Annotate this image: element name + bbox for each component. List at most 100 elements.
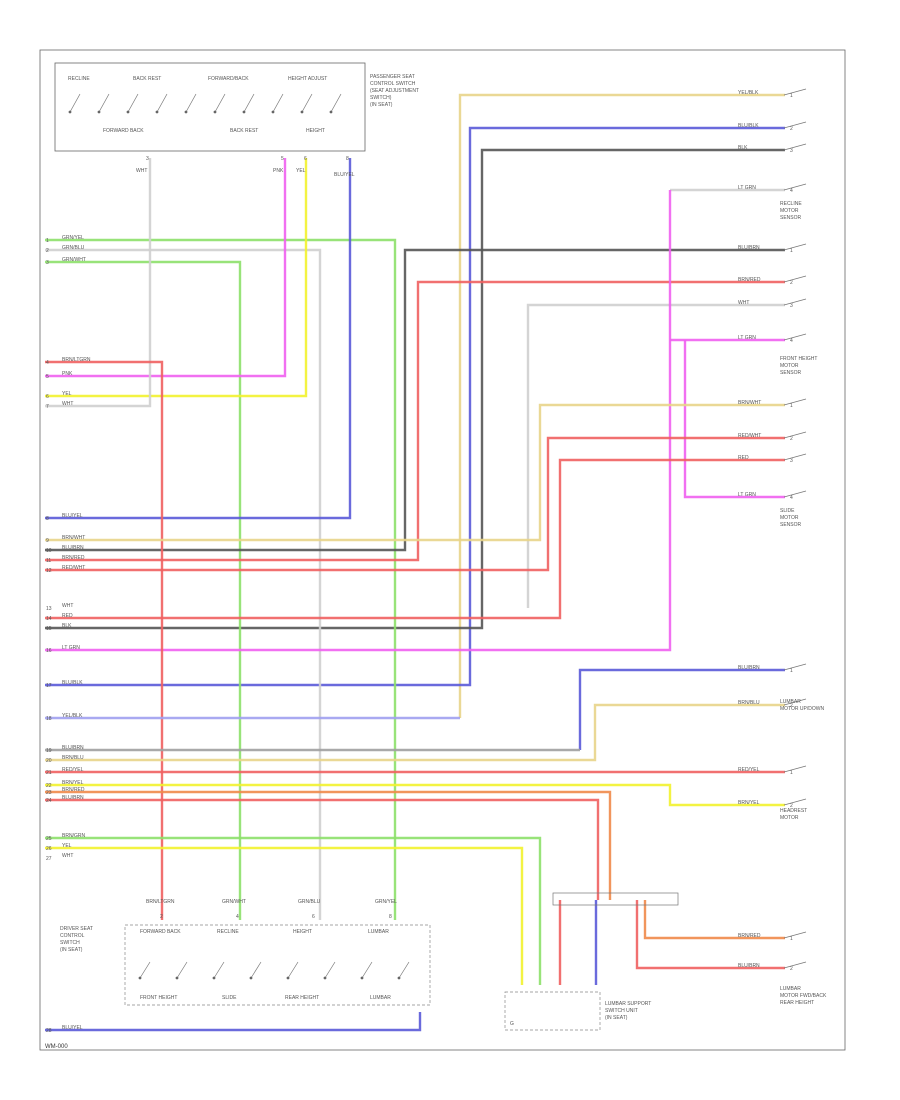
connector-contact-7 (783, 298, 807, 306)
wire-2 (45, 126, 785, 687)
right-wire-label-5: BLU/BRN (738, 245, 760, 251)
wire-16 (45, 158, 152, 408)
right-components: RECLINE MOTOR SENSOR FRONT HEIGHT MOTOR … (780, 201, 827, 1006)
bottom-caption-4: (IN SEAT) (60, 947, 83, 953)
wire-5 (45, 248, 322, 920)
wire-33 (643, 900, 785, 940)
left-pin-11: 11 (46, 558, 51, 564)
passenger-seat-switch: RECLINE BACK REST FORWARD/BACK HEIGHT AD… (54, 62, 419, 178)
right-wire-label-7: WHT (738, 300, 749, 306)
wire-20 (45, 436, 785, 572)
connector-contact-4 (783, 183, 807, 191)
connector-contact-5 (783, 243, 807, 251)
top-caption-1: PASSENGER SEAT (370, 74, 415, 80)
bottom-segment-2: RECLINE (217, 929, 239, 935)
passenger-switch-contacts (68, 93, 342, 114)
left-pin-19: 19 (46, 748, 52, 754)
connector-contact-3 (783, 143, 807, 151)
wire-6 (45, 238, 397, 920)
left-wire-label-9: BRN/WHT (62, 535, 85, 541)
top-contacts-terminal-3 (126, 110, 130, 114)
bottom-contacts-contact-6 (324, 961, 336, 979)
wire-9 (45, 280, 785, 562)
bottom-contacts-contact-8 (398, 961, 410, 979)
wire-12 (45, 190, 672, 652)
right-pin-14: 2 (790, 703, 793, 709)
top-contacts-terminal-10 (329, 110, 333, 114)
left-wire-label-25: BRN/GRN (62, 833, 85, 839)
right-wire-label-13: BLU/BRN (738, 665, 760, 671)
right-wire-label-2: BLU/BLK (738, 123, 759, 129)
wire-8 (45, 248, 785, 552)
right-pin-1: 1 (790, 93, 793, 99)
connector-contact-17 (783, 931, 807, 939)
top-caption-3: (SEAT ADJUSTMENT (370, 88, 419, 94)
recline-caption-3: SENSOR (780, 215, 802, 221)
left-wire-label-12: RED/WHT (62, 565, 85, 571)
left-wire-label-18: YEL/BLK (62, 713, 83, 719)
connector-contact-12 (783, 490, 807, 498)
slide-caption-2: MOTOR (780, 515, 799, 521)
bottom-pin-label-3: GRN/BLU (298, 899, 321, 905)
top-sub-3: HEIGHT (306, 128, 325, 134)
lumbar-bus-bar (552, 892, 679, 906)
right-pin-18: 2 (790, 966, 793, 972)
left-pin-3: 3 (46, 260, 49, 266)
front-height-caption-1: FRONT HEIGHT (780, 356, 817, 362)
bottom-contacts-terminal-2 (175, 976, 179, 980)
page-code: WM-000 (45, 1044, 68, 1050)
right-wire-label-1: YEL/BLK (738, 90, 759, 96)
left-wire-label-7: WHT (62, 401, 73, 407)
left-wire-label-26: YEL (62, 843, 72, 849)
top-caption-4: SWITCH) (370, 95, 392, 101)
bottom-contacts-terminal-6 (323, 976, 327, 980)
left-wire-label-28: BLU/YEL (62, 1025, 83, 1031)
left-wire-label-11: BRN/RED (62, 555, 85, 561)
left-wire-label-16: LT GRN (62, 645, 80, 651)
lumbar-unit-caption-3: (IN SEAT) (605, 1015, 628, 1021)
right-wire-label-11: RED (738, 455, 749, 461)
wire-13 (683, 340, 785, 499)
connector-contact-1 (783, 88, 807, 96)
top-contacts-terminal-4 (155, 110, 159, 114)
top-segment-1: RECLINE (68, 76, 90, 82)
right-pin-9: 1 (790, 403, 793, 409)
left-pin-16: 16 (46, 648, 52, 654)
headrest-caption-1: HEADREST (780, 808, 807, 814)
left-wire-label-3: GRN/WHT (62, 257, 86, 263)
right-pin-6: 2 (790, 280, 793, 286)
right-pin-3: 3 (790, 148, 793, 154)
bottom-label-2: SLIDE (222, 995, 237, 1001)
left-pin-23: 23 (46, 790, 52, 796)
left-wire-label-27: WHT (62, 853, 73, 859)
bottom-contacts-contact-2 (176, 961, 188, 979)
front-height-caption-2: MOTOR (780, 363, 799, 369)
left-pin-9: 9 (46, 538, 49, 544)
right-wire-label-8: LT GRN (738, 335, 756, 341)
left-pin-10: 10 (46, 548, 52, 554)
bottom-caption-1: DRIVER SEAT (60, 926, 93, 932)
right-pin-7: 3 (790, 303, 793, 309)
bottom-pin-num-4: 8 (389, 914, 392, 920)
bottom-label-4: LUMBAR (370, 995, 391, 1001)
left-wire-label-10: BLU/BRN (62, 545, 84, 551)
headrest-caption-2: MOTOR (780, 815, 799, 821)
left-pin-24: 24 (46, 798, 52, 804)
bottom-pin-label-2: GRN/WHT (222, 899, 246, 905)
bottom-contacts-terminal-1 (138, 976, 142, 980)
lumbar-unit-caption-2: SWITCH UNIT (605, 1008, 638, 1014)
top-contacts-contact-10 (330, 93, 342, 113)
top-pin-label-4: BLU/YEL (334, 172, 355, 178)
wire-7 (45, 260, 242, 920)
wire-17 (45, 158, 352, 520)
left-pin-21: 21 (46, 770, 52, 776)
top-contacts-terminal-2 (97, 110, 101, 114)
top-contacts-terminal-5 (184, 110, 188, 114)
left-pin-28: 28 (46, 1028, 52, 1034)
top-sub-2: BACK REST (230, 128, 258, 134)
left-pin-14: 14 (46, 616, 52, 622)
top-pin-num-4: 8 (346, 156, 349, 162)
top-caption-2: CONTROL SWITCH (370, 81, 416, 87)
left-wire-label-20: BRN/BLU (62, 755, 84, 761)
left-wire-label-6: YEL (62, 391, 72, 397)
